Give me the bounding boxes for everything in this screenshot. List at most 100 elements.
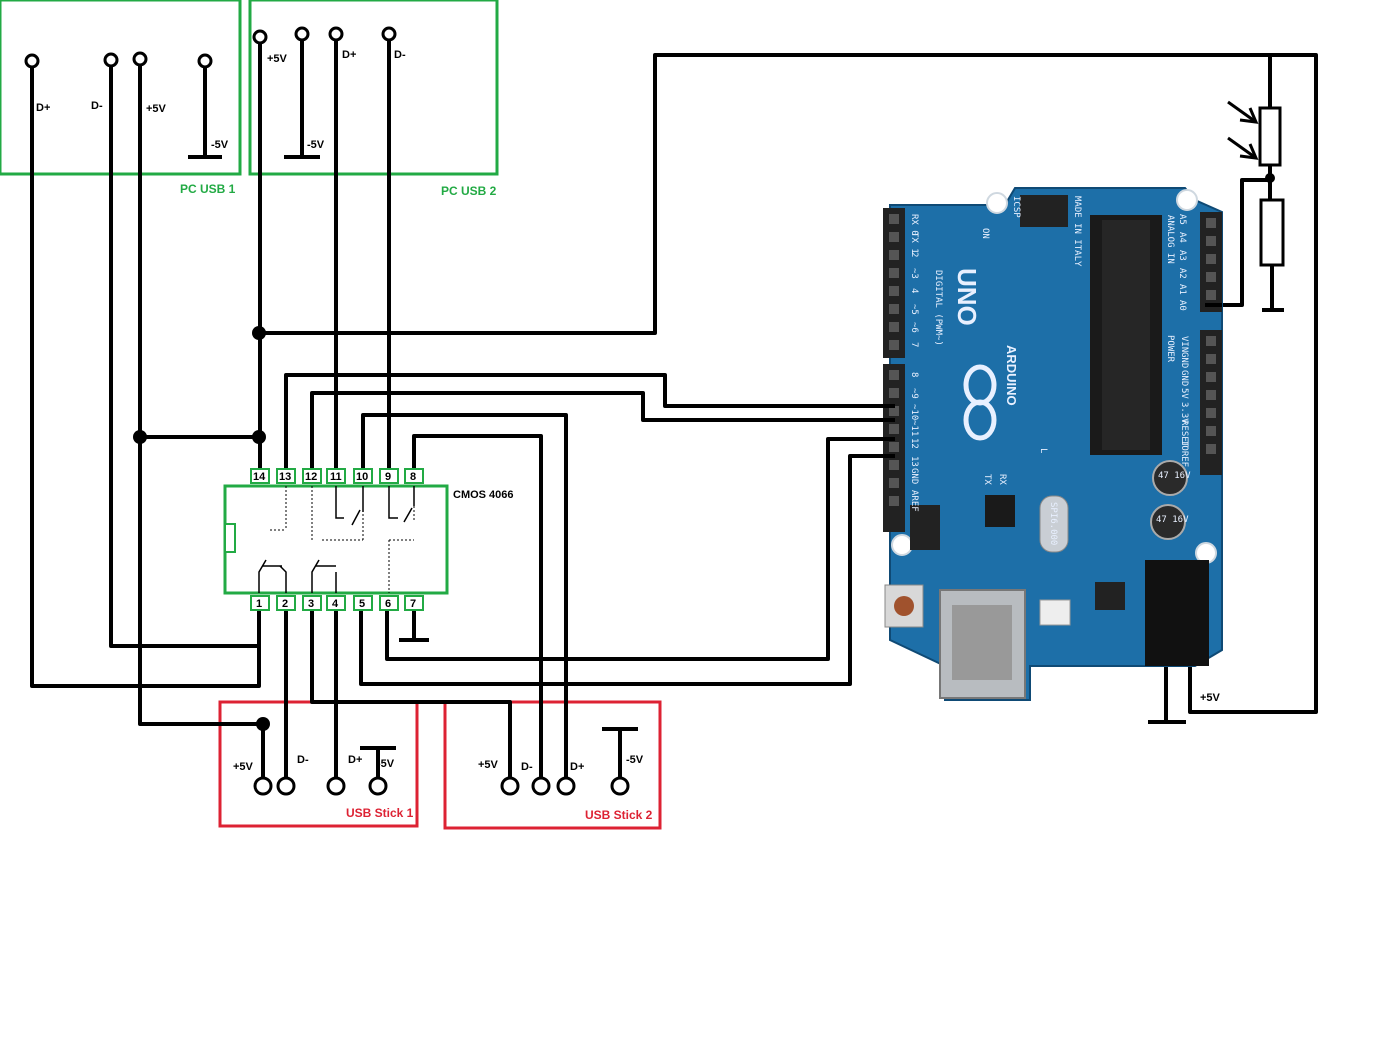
svg-text:A1: A1 [1177, 284, 1187, 295]
stick1-gnd-label: -5V [377, 758, 395, 770]
dc-jack [1145, 560, 1209, 666]
light-arrows [1227, 100, 1259, 160]
analog-label: ANALOG IN [1165, 215, 1175, 264]
pc-usb-2-box [248, 0, 499, 176]
arduino-model: UNO [952, 268, 982, 326]
header-pins [889, 214, 1216, 506]
svg-text:TX 1: TX 1 [909, 232, 919, 254]
pc2-gnd-label: -5V [307, 139, 325, 151]
rx-label: RX [997, 474, 1007, 485]
svg-text:8: 8 [909, 372, 919, 377]
ic-pin-10: 10 [356, 471, 368, 483]
wire-pin6-ctrl [385, 437, 893, 661]
stick1-dplus-label: D+ [348, 754, 362, 766]
svg-text:13: 13 [909, 456, 919, 467]
svg-text:~11: ~11 [909, 420, 919, 436]
ic-top-pins: 14 13 12 11 10 9 8 [250, 468, 424, 484]
wire-pin12-ctrl [310, 391, 893, 470]
l-label: L [1038, 448, 1048, 453]
stick2-gnd-label: -5V [626, 754, 644, 766]
svg-text:A5: A5 [1177, 214, 1187, 225]
ic-pin-14: 14 [253, 471, 266, 483]
stick2-5v-label: +5V [478, 759, 499, 771]
power-label: POWER [1165, 335, 1175, 363]
ic-pin-7: 7 [410, 598, 416, 610]
stick2-dplus-terminal [556, 776, 576, 796]
pc1-gnd-terminal [197, 53, 213, 69]
cap1-label: 47 16V [1158, 471, 1191, 481]
stick2-dminus-terminal [531, 776, 551, 796]
wire-pc1-dminus [109, 66, 259, 648]
wire-pin10 [361, 413, 568, 790]
ic-pin-1: 1 [256, 598, 262, 610]
svg-text:~10: ~10 [909, 404, 919, 420]
ic-pin-13: 13 [279, 471, 291, 483]
svg-text:5V: 5V [1179, 388, 1189, 399]
stick1-5v-terminal [253, 776, 273, 796]
pc1-dplus-terminal [24, 53, 40, 69]
wire-pc1-5v [138, 66, 263, 726]
usb-stick-2-box [443, 700, 662, 830]
stick1-dminus-label: D- [297, 754, 309, 766]
stick1-gnd-terminal [368, 776, 388, 796]
pc2-5v-terminal [252, 29, 268, 45]
analog-pin-labels: A5 A4 A3 A2 A1 A0 [1177, 214, 1187, 311]
stick1-dplus-terminal [326, 776, 346, 796]
svg-text:4: 4 [909, 288, 919, 293]
junction-3 [133, 430, 147, 444]
wire-5v-loop [260, 53, 1318, 714]
stick1-5v-label: +5V [233, 761, 254, 773]
ic-4066: CMOS 4066 [223, 484, 514, 595]
svg-text:VIN: VIN [1179, 336, 1189, 352]
wire-pin8 [412, 434, 543, 790]
stick2-dminus-label: D- [521, 761, 533, 773]
arduino-brand: ARDUINO [1004, 345, 1019, 406]
junction-1 [252, 326, 266, 340]
svg-text:~9: ~9 [909, 388, 919, 399]
arduino-5v-label: +5V [1200, 692, 1221, 704]
svg-text:~5: ~5 [909, 304, 919, 315]
pc2-gnd-terminal [294, 26, 310, 42]
pc1-5v-label: +5V [146, 103, 167, 115]
ic-pin-2: 2 [282, 598, 288, 610]
svg-text:7: 7 [909, 342, 919, 347]
ic-switches [258, 486, 415, 593]
ic-pin-9: 9 [385, 471, 391, 483]
ic-bottom-pins: 1 2 3 4 5 6 7 [250, 595, 424, 611]
pc-usb-1-box [0, 0, 242, 176]
pc2-dminus-terminal [381, 26, 397, 42]
ic-pin-4: 4 [332, 598, 339, 610]
capacitor-1 [1152, 460, 1188, 496]
wire-a0 [1205, 178, 1270, 307]
wire-pin5-ctrl [359, 454, 893, 686]
svg-text:A4: A4 [1177, 232, 1187, 243]
svg-text:~6: ~6 [909, 322, 919, 333]
power-pin-labels: VIN GND GND 5V 3.3V RESET IOREF [1179, 336, 1189, 467]
pc1-dplus-label: D+ [36, 102, 50, 114]
svg-text:A0: A0 [1177, 300, 1187, 311]
icsp-label: ICSP [1011, 196, 1021, 218]
wire-pin3 [310, 610, 512, 790]
on-label: ON [980, 228, 990, 239]
crystal-label: SPI6.000 [1048, 502, 1058, 545]
svg-text:RESET: RESET [1179, 420, 1189, 448]
pc1-dminus-terminal [103, 52, 119, 68]
junction-5 [1265, 173, 1275, 183]
pc1-gnd-label: -5V [211, 139, 229, 151]
ic-pin-5: 5 [359, 598, 365, 610]
terminals [24, 26, 630, 796]
ic-notch [224, 523, 236, 553]
svg-text:GND: GND [909, 468, 919, 484]
usb-stick-2-title: USB Stick 2 [585, 808, 653, 822]
svg-text:A2: A2 [1177, 268, 1187, 279]
pc-usb-2-title: PC USB 2 [441, 184, 497, 198]
digital-pin-labels: RX 0 TX 1 2 ~3 4 ~5 ~6 7 8 ~9 ~10 ~11 12… [909, 214, 919, 512]
pc1-5v-terminal [132, 51, 148, 67]
pc2-dplus-label: D+ [342, 49, 356, 61]
arduino-logo [963, 364, 997, 441]
svg-text:12: 12 [909, 438, 919, 449]
stick2-5v-terminal [500, 776, 520, 796]
arduino-wire-stubs [880, 303, 1222, 458]
svg-text:GND: GND [1179, 352, 1189, 368]
